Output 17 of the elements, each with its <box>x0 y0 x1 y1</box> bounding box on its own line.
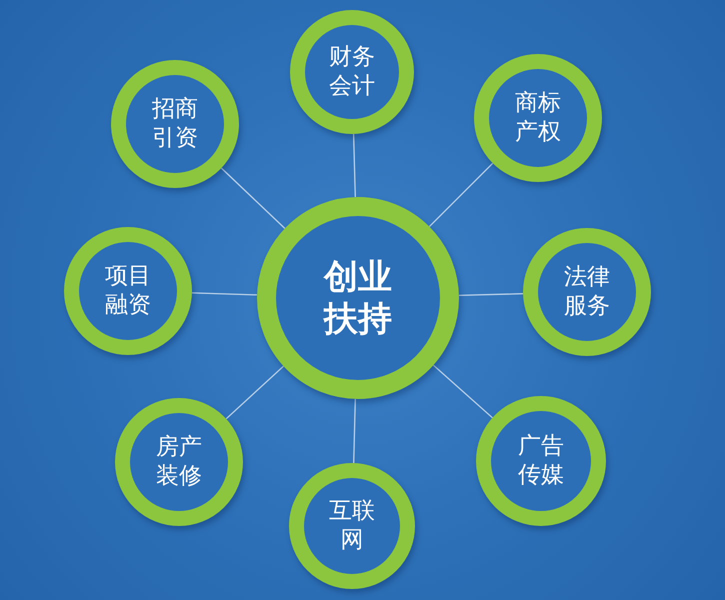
node-text: 互联网 <box>329 497 375 555</box>
node-text: 房产装修 <box>156 433 202 491</box>
connector-line <box>192 292 258 296</box>
node-text: 财务会计 <box>329 43 375 101</box>
connector-line <box>428 162 494 228</box>
connector-line <box>226 366 284 420</box>
connector-line <box>353 398 356 464</box>
node-text: 创业扶持 <box>324 256 392 340</box>
connector-line <box>220 168 286 229</box>
connector-line <box>458 293 524 296</box>
node-text: 招商引资 <box>152 95 198 153</box>
node-text: 广告传媒 <box>518 432 564 490</box>
node-text: 商标产权 <box>515 89 561 147</box>
node-text: 项目融资 <box>105 262 151 320</box>
connector-line <box>352 134 356 198</box>
connector-line <box>432 364 493 418</box>
node-text: 法律服务 <box>564 263 610 321</box>
